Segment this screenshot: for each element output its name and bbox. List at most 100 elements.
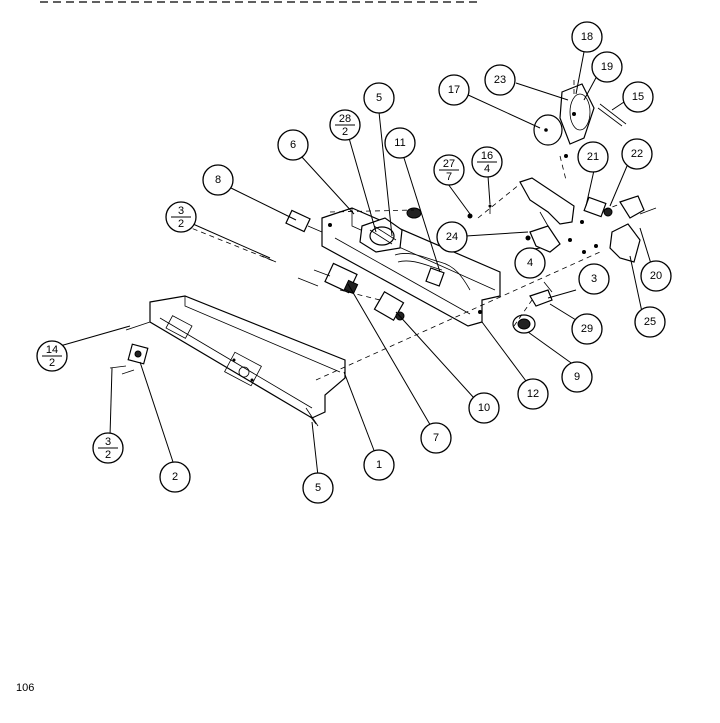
thermostat-part [285, 209, 323, 233]
callout-number: 17 [448, 84, 460, 96]
fraction-denominator: 2 [49, 357, 55, 369]
callout-circle [517, 378, 549, 410]
fraction-denominator: 4 [484, 163, 490, 175]
callout-number: 24 [446, 231, 458, 243]
callout-circle [591, 51, 623, 83]
callout-circle [578, 263, 610, 295]
callout-circle [468, 392, 500, 424]
callout-c8: 8 [202, 164, 234, 196]
callout-number: 10 [478, 402, 490, 414]
callout-number: 25 [644, 316, 656, 328]
callout-c20: 20 [640, 260, 672, 292]
callout-c10: 10 [468, 392, 500, 424]
callout-circle [484, 64, 516, 96]
lamp-socket-part [109, 321, 151, 375]
callout-c12: 12 [517, 378, 549, 410]
callout-number: 6 [290, 139, 296, 151]
callout-number: 9 [574, 371, 580, 383]
callout-c5a: 5 [363, 82, 395, 114]
fraction-callout-f28: 282 [329, 109, 361, 141]
callout-circle [384, 127, 416, 159]
callout-c15: 15 [622, 81, 654, 113]
hardware-screws-part [467, 204, 492, 219]
callout-c18: 18 [571, 21, 603, 53]
bottom-screws-part [305, 407, 319, 427]
callout-c9: 9 [561, 361, 593, 393]
callout-number: 29 [581, 323, 593, 335]
fraction-callout-f3a: 32 [165, 201, 197, 233]
callout-c11: 11 [384, 127, 416, 159]
callout-circle [438, 74, 470, 106]
callout-number: 2 [172, 471, 178, 483]
callout-circle [571, 21, 603, 53]
screw-left-part [261, 255, 319, 287]
callout-c25: 25 [634, 306, 666, 338]
callout-number: 11 [394, 137, 405, 149]
callout-number: 5 [376, 92, 382, 104]
left-bracket-part [519, 177, 575, 253]
callout-number: 22 [631, 148, 643, 160]
page-number: 106 [16, 682, 35, 694]
callout-circle [622, 81, 654, 113]
callout-number: 12 [527, 388, 539, 400]
fraction-numerator: 3 [105, 436, 111, 448]
callout-circle [302, 472, 334, 504]
callout-c6: 6 [277, 129, 309, 161]
assembly-dashed-lines [175, 76, 621, 381]
callout-number: 20 [650, 270, 662, 282]
fraction-callout-f27: 277 [433, 154, 465, 186]
fraction-callout-f14: 142 [36, 340, 68, 372]
callout-circle [577, 141, 609, 173]
callout-circle [436, 221, 468, 253]
right-bracket-part [582, 195, 657, 263]
callout-c5b: 5 [302, 472, 334, 504]
callout-number: 19 [601, 61, 613, 73]
callout-circle [277, 129, 309, 161]
callout-circle [561, 361, 593, 393]
callout-c17: 17 [438, 74, 470, 106]
fraction-callout-f16: 164 [471, 146, 503, 178]
callout-c29: 29 [571, 313, 603, 345]
callout-c24: 24 [436, 221, 468, 253]
callout-number: 3 [591, 273, 597, 285]
callout-c7: 7 [420, 422, 452, 454]
fraction-numerator: 28 [339, 113, 351, 125]
callout-c21: 21 [577, 141, 609, 173]
fraction-denominator: 2 [342, 126, 348, 138]
callout-number: 4 [527, 257, 533, 269]
callout-number: 15 [632, 91, 644, 103]
callout-circle [363, 449, 395, 481]
clip-part [529, 281, 553, 307]
fraction-numerator: 16 [481, 150, 493, 162]
callout-circle [202, 164, 234, 196]
wheel-assembly-part [533, 83, 627, 158]
callout-number: 8 [215, 174, 221, 186]
fraction-numerator: 14 [46, 344, 58, 356]
front-panel-part [149, 295, 346, 419]
wire-harness-part [394, 253, 471, 291]
drive-motor-part [580, 196, 613, 224]
callout-c23: 23 [484, 64, 516, 96]
callout-circle [363, 82, 395, 114]
callout-number: 21 [587, 151, 599, 163]
control-bracket-part [321, 207, 501, 327]
callout-c19: 19 [591, 51, 623, 83]
callout-number: 7 [433, 432, 439, 444]
callout-circle [571, 313, 603, 345]
callout-number: 18 [581, 31, 593, 43]
fraction-denominator: 7 [446, 171, 452, 183]
callout-circle [159, 461, 191, 493]
fraction-numerator: 3 [178, 205, 184, 217]
callout-number: 23 [494, 74, 506, 86]
callout-circle [514, 247, 546, 279]
fraction-numerator: 27 [443, 158, 455, 170]
callout-c2: 2 [159, 461, 191, 493]
fraction-callout-f3b: 32 [92, 432, 124, 464]
callout-c3: 3 [578, 263, 610, 295]
callout-number: 5 [315, 482, 321, 494]
callout-c1: 1 [363, 449, 395, 481]
callout-circle [640, 260, 672, 292]
callout-circle [634, 306, 666, 338]
